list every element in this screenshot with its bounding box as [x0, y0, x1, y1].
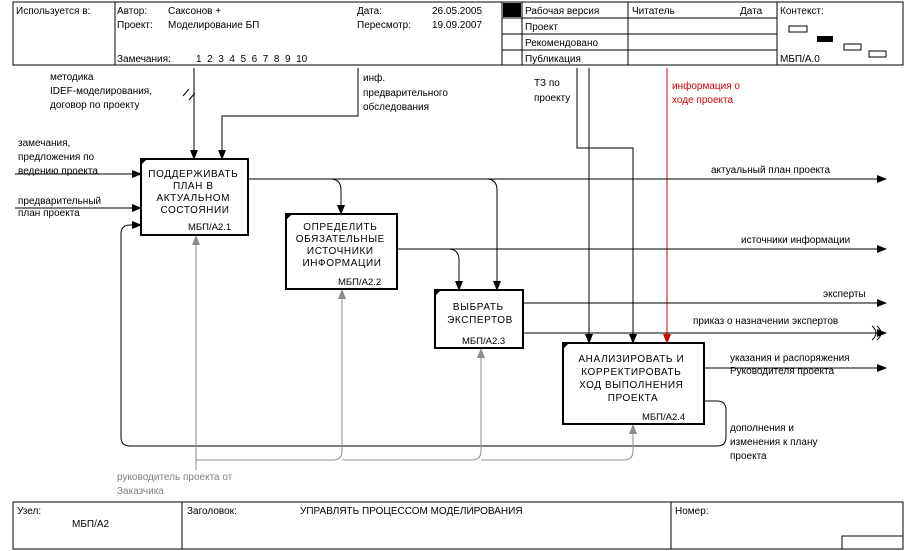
label-experts: эксперты: [823, 289, 866, 300]
box-a24-title: АНАЛИЗИРОВАТЬ И КОРРЕКТИРОВАТЬ ХОД ВЫПОЛ…: [578, 354, 687, 404]
label-tz: ТЗ по проекту: [534, 78, 570, 104]
label-additions: дополнения и изменения к плану проекта: [730, 423, 820, 462]
project-value: Моделирование БП: [168, 20, 259, 31]
author-value: Саксонов +: [168, 6, 221, 17]
arrow-preliminary-info: [218, 68, 359, 160]
activity-box-a23[interactable]: ВЫБРАТЬ ЭКСПЕРТОВ МБП/А2.3: [434, 289, 524, 349]
revision-value: 19.09.2007: [432, 20, 482, 31]
label-info-sources: источники информации: [741, 234, 850, 246]
arrow-plan-to-a23: [485, 178, 501, 291]
title-label: Заголовок:: [187, 506, 237, 517]
context-label: Контекст:: [780, 6, 824, 17]
label-actual-plan: актуальный план проекта: [711, 165, 830, 176]
arrow-plan-to-a22: [329, 178, 345, 215]
box-a22-code: МБП/А2.2: [338, 277, 381, 288]
box-a21-code: МБП/А2.1: [188, 222, 231, 233]
activity-box-a24[interactable]: АНАЛИЗИРОВАТЬ И КОРРЕКТИРОВАТЬ ХОД ВЫПОЛ…: [562, 342, 705, 425]
context-thumbnail: [788, 25, 887, 58]
label-methodology: методика IDEF-моделирования, договор по …: [50, 72, 155, 111]
arrow-sources-to-a23: [447, 248, 463, 291]
arrow-tz-branch: [576, 68, 637, 344]
arrow-additions-feedback: [120, 221, 727, 447]
status-draft: Проект: [525, 22, 558, 33]
label-remarks: замечания, предложения по ведению проект…: [18, 138, 98, 177]
label-instructions: указания и распоряжения Руководителя про…: [730, 353, 852, 377]
footer-frame: [12, 501, 904, 550]
label-customer-manager: руководитель проекта от Заказчика: [117, 472, 235, 497]
box-a23-code: МБП/А2.3: [462, 336, 505, 347]
header-frame: [12, 1, 904, 66]
label-order: приказ о назначении экспертов: [693, 316, 838, 327]
status-working-marker: [503, 3, 521, 17]
node-value: МБП/А2: [72, 519, 110, 530]
arrow-mechanism-a23: [342, 348, 485, 461]
number-label: Номер:: [675, 506, 709, 517]
order-tunnel-mark: [871, 325, 882, 341]
status-recommended: Рекомендовано: [525, 38, 598, 49]
notes-label: Замечания:: [117, 54, 171, 65]
box-a22-title: ОПРЕДЕЛИТЬ ОБЯЗАТЕЛЬНЫЕ ИСТОЧНИКИ ИНФОРМ…: [296, 222, 389, 269]
arrow-mechanism-a24: [481, 424, 637, 461]
date-label: Дата:: [357, 6, 382, 17]
activity-box-a21[interactable]: ПОДДЕРЖИВАТЬ ПЛАН В АКТУАЛЬНОМ СОСТОЯНИИ…: [140, 158, 249, 236]
activity-box-a22[interactable]: ОПРЕДЕЛИТЬ ОБЯЗАТЕЛЬНЫЕ ИСТОЧНИКИ ИНФОРМ…: [285, 213, 398, 290]
used-at-label: Используется в:: [16, 6, 90, 17]
status-working: Рабочая версия: [525, 5, 599, 17]
node-label: Узел:: [17, 506, 41, 517]
date-value: 26.05.2005: [432, 6, 482, 17]
context-node: МБП/А.0: [780, 54, 820, 65]
reader-date-label: Дата: [740, 6, 763, 17]
box-a21-title: ПОДДЕРЖИВАТЬ ПЛАН В АКТУАЛЬНОМ СОСТОЯНИИ: [148, 169, 241, 216]
arrow-mechanism-a22: [196, 289, 346, 461]
reader-label: Читатель: [632, 6, 675, 17]
box-a23-title: ВЫБРАТЬ ЭКСПЕРТОВ: [447, 302, 513, 326]
author-label: Автор:: [117, 6, 147, 17]
label-progress-info: информация о ходе проекта: [672, 80, 743, 106]
notes-numbers: 1 2 3 4 5 6 7 8 9 10: [196, 54, 308, 65]
project-label: Проект:: [117, 20, 153, 31]
status-publication: Публикация: [525, 53, 581, 65]
diagram-title: УПРАВЛЯТЬ ПРОЦЕССОМ МОДЕЛИРОВАНИЯ: [300, 506, 523, 517]
box-a24-code: МБП/А2.4: [642, 412, 685, 423]
label-preliminary-info: инф. предварительного обследования: [363, 72, 451, 113]
arrow-methodology: [182, 68, 198, 160]
label-preliminary-plan: предварительный план проекта: [18, 196, 104, 219]
revision-label: Пересмотр:: [357, 20, 411, 31]
